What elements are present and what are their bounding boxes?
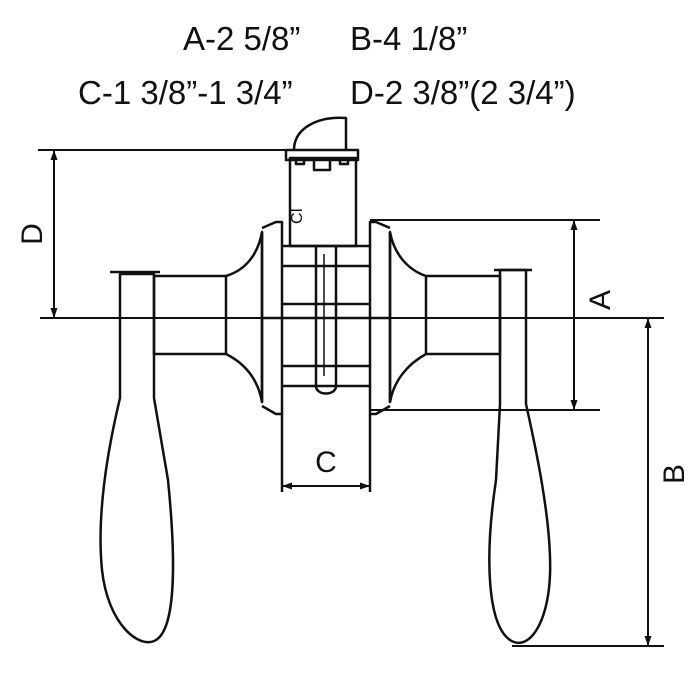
dimension-d-label: D bbox=[16, 223, 49, 245]
spec-b: B-4 1/8” bbox=[350, 20, 468, 57]
spec-c: C-1 3/8”-1 3/4” bbox=[78, 74, 293, 111]
cylinder-mark: CI bbox=[289, 208, 306, 224]
dimension-a-label: A bbox=[584, 290, 617, 310]
right-lever-handle bbox=[488, 268, 552, 645]
spec-d: D-2 3/8”(2 3/4”) bbox=[350, 74, 576, 111]
dimension-b-label: B bbox=[658, 464, 691, 484]
left-lever-handle bbox=[99, 270, 175, 644]
thumb-turn-icon bbox=[292, 116, 348, 151]
extension-lines bbox=[38, 149, 664, 647]
spec-a: A-2 5/8” bbox=[183, 20, 301, 57]
dimension-c-label: C bbox=[315, 446, 337, 479]
cylinder-housing bbox=[284, 116, 360, 248]
